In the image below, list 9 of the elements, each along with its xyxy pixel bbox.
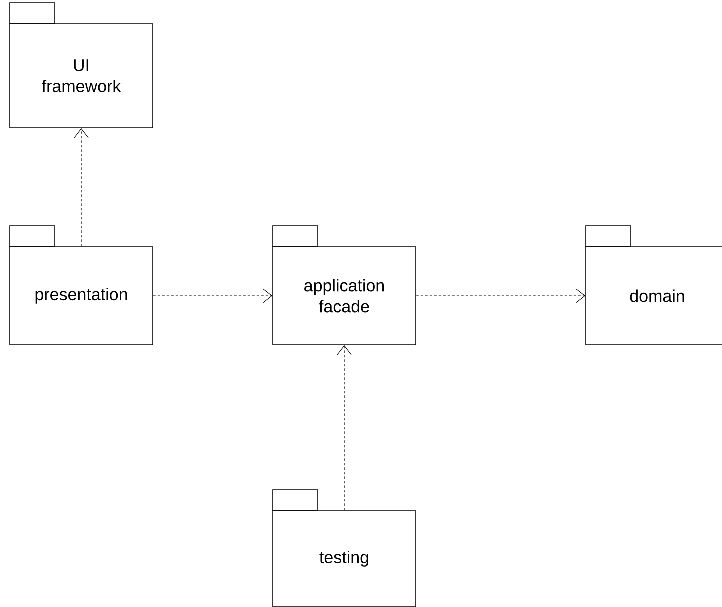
dependency-arrow	[153, 288, 273, 304]
package-box: domain	[586, 226, 722, 346]
dependency-arrow	[416, 288, 586, 304]
package-box: testing	[272, 490, 416, 607]
dependency-arrow	[74, 128, 89, 247]
package-box: application facade	[272, 226, 416, 346]
dependency-arrow	[337, 345, 352, 511]
package-box: presentation	[10, 226, 154, 346]
package-box: UI framework	[10, 2, 154, 128]
